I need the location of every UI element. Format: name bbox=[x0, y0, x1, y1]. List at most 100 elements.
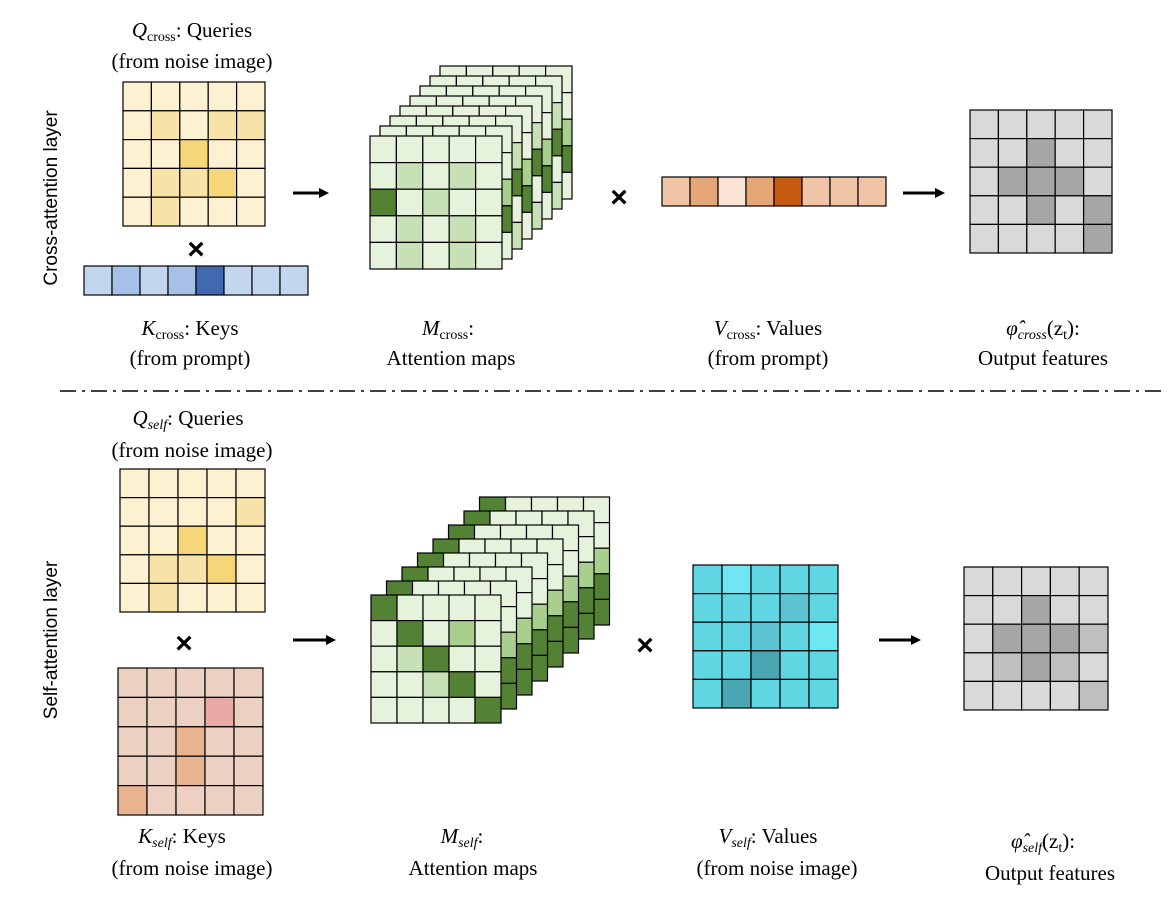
output-cell bbox=[1054, 166, 1085, 197]
key-cell bbox=[117, 696, 148, 728]
query-cell bbox=[206, 497, 237, 527]
key-cell bbox=[279, 265, 309, 296]
query-cell bbox=[150, 196, 181, 227]
value-cell bbox=[779, 678, 810, 709]
self-attention-side-label: Self-attention layer bbox=[41, 560, 62, 719]
output-cell bbox=[992, 594, 1023, 625]
cross-output-caption-line2: Output features bbox=[978, 346, 1108, 370]
output-cell bbox=[969, 195, 999, 226]
output-cell bbox=[1078, 566, 1109, 597]
self-value-caption-line2: (from noise image) bbox=[697, 856, 858, 880]
query-cell bbox=[206, 525, 237, 556]
query-cell bbox=[122, 81, 152, 112]
self-key-matrix bbox=[117, 667, 264, 816]
query-cell bbox=[236, 81, 266, 112]
output-cell bbox=[1054, 138, 1085, 168]
self-value-caption: Vself: Values bbox=[719, 824, 818, 851]
output-cell bbox=[963, 594, 994, 625]
output-cell bbox=[997, 166, 1028, 197]
output-cell bbox=[1026, 195, 1056, 226]
map-cell bbox=[370, 696, 398, 724]
query-cell bbox=[119, 468, 150, 499]
value-cell bbox=[801, 176, 831, 207]
output-cell bbox=[997, 223, 1028, 254]
key-cell bbox=[195, 265, 225, 296]
map-cell bbox=[369, 188, 397, 217]
cross-output-caption: φ̂cross(zt): bbox=[1006, 316, 1080, 343]
map-cell bbox=[475, 241, 503, 270]
value-cell bbox=[721, 564, 752, 595]
self-output-caption: φ̂self(zt): bbox=[1011, 829, 1075, 856]
output-cell bbox=[1049, 623, 1080, 654]
self-key-caption: Kself: Keys bbox=[137, 824, 226, 851]
key-cell bbox=[175, 726, 206, 757]
map-cell bbox=[448, 162, 477, 190]
query-cell bbox=[207, 81, 238, 112]
cross-times-1-icon: × bbox=[187, 233, 205, 266]
query-cell bbox=[235, 468, 266, 499]
query-cell bbox=[148, 554, 179, 584]
value-cell bbox=[717, 176, 747, 207]
key-cell bbox=[233, 696, 264, 728]
map-cell bbox=[448, 135, 477, 164]
query-cell bbox=[236, 196, 266, 227]
self-output-caption-line2: Output features bbox=[985, 861, 1115, 885]
value-cell bbox=[750, 678, 781, 709]
query-cell bbox=[122, 139, 152, 170]
value-cell bbox=[721, 678, 752, 709]
output-cell bbox=[1020, 652, 1051, 682]
map-cell bbox=[474, 619, 502, 647]
self-times-1-icon: × bbox=[175, 627, 193, 660]
self-query-caption: Qself: Queries bbox=[132, 406, 243, 433]
query-cell bbox=[122, 110, 152, 141]
query-cell bbox=[177, 468, 208, 499]
output-cell bbox=[1078, 623, 1109, 654]
output-cell bbox=[969, 138, 999, 168]
output-cell bbox=[997, 195, 1028, 226]
output-cell bbox=[1054, 223, 1085, 254]
output-cell bbox=[969, 166, 999, 197]
query-cell bbox=[177, 497, 208, 527]
query-cell bbox=[148, 497, 179, 527]
cross-query-caption: Qcross: Queries bbox=[132, 18, 252, 45]
output-cell bbox=[1020, 566, 1051, 597]
cross-key-caption: Kcross: Keys bbox=[140, 316, 238, 343]
output-cell bbox=[997, 138, 1028, 168]
value-cell bbox=[721, 592, 752, 623]
map-cell bbox=[395, 135, 424, 164]
map-cell bbox=[396, 594, 424, 622]
map-cell bbox=[370, 594, 398, 622]
output-cell bbox=[1049, 566, 1080, 597]
output-cell bbox=[963, 652, 994, 682]
map-cell bbox=[448, 215, 477, 244]
key-cell bbox=[175, 667, 206, 698]
query-cell bbox=[207, 196, 238, 227]
query-cell bbox=[179, 81, 209, 112]
value-cell bbox=[750, 650, 781, 680]
output-cell bbox=[992, 652, 1023, 682]
value-cell bbox=[745, 176, 775, 207]
self-times-2-icon: × bbox=[636, 629, 654, 662]
map-cell bbox=[520, 552, 549, 580]
output-cell bbox=[1020, 623, 1051, 654]
map-cell bbox=[422, 696, 450, 724]
key-cell bbox=[167, 265, 197, 296]
self-attention-map-stack bbox=[370, 496, 611, 724]
query-cell bbox=[119, 497, 150, 527]
cross-key-caption-line2: (from prompt) bbox=[130, 346, 251, 370]
query-cell bbox=[235, 497, 266, 527]
map-cell bbox=[422, 645, 450, 673]
map-cell bbox=[422, 162, 450, 190]
output-cell bbox=[1054, 109, 1085, 140]
map-cell bbox=[396, 671, 424, 698]
output-cell bbox=[1026, 109, 1056, 140]
map-cell bbox=[474, 671, 502, 698]
output-cell bbox=[1049, 594, 1080, 625]
self-query-caption-line2: (from noise image) bbox=[112, 438, 273, 462]
query-cell bbox=[206, 554, 237, 584]
value-cell bbox=[808, 564, 839, 595]
key-cell bbox=[117, 755, 148, 787]
query-cell bbox=[236, 110, 266, 141]
cross-value-caption: Vcross: Values bbox=[714, 316, 822, 343]
query-cell bbox=[207, 139, 238, 170]
